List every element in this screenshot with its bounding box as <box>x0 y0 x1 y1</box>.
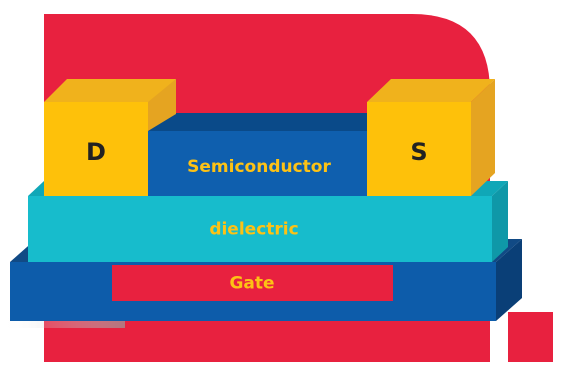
substrate-shadow <box>0 318 125 328</box>
drain-electrode: D <box>44 79 176 196</box>
corner-square <box>508 312 553 362</box>
gate-label: Gate <box>229 274 274 294</box>
drain-label: D <box>86 138 106 166</box>
source-label: S <box>410 138 427 166</box>
semiconductor-label: Semiconductor <box>187 157 331 177</box>
dielectric-label: dielectric <box>209 220 298 240</box>
semiconductor-layer: Semiconductor <box>148 113 367 196</box>
source-electrode: S <box>367 79 495 196</box>
gate-electrode: Gate <box>112 265 393 301</box>
